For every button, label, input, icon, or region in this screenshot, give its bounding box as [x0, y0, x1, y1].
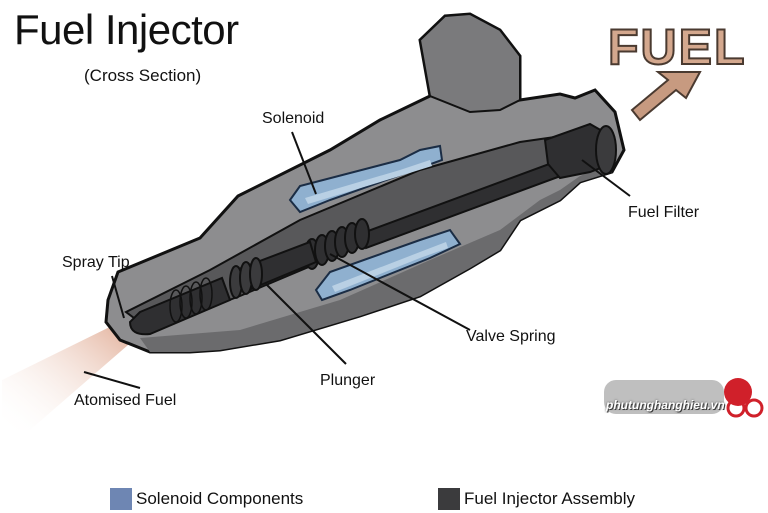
leader-valve-spring	[329, 253, 471, 331]
label-valve-spring: Valve Spring	[466, 328, 556, 345]
legend-swatch-solenoid	[110, 488, 132, 510]
leader-fuel-filter	[581, 159, 631, 197]
legend-swatch-assembly	[438, 488, 460, 510]
label-plunger: Plunger	[320, 372, 376, 389]
watermark-rider-icon	[724, 378, 752, 406]
plunger-ribs	[229, 257, 263, 299]
nozzle-ribs	[169, 277, 213, 323]
solenoid-upper-inner	[305, 160, 432, 204]
fuel-inlet-label: FUEL	[607, 18, 747, 76]
legend-label-assembly: Fuel Injector Assembly	[464, 489, 636, 508]
watermark-text: phutunghanghieu.vn	[606, 398, 725, 412]
fuel-inlet-arrow	[630, 71, 702, 122]
atomised-fuel-spray	[2, 318, 136, 430]
label-solenoid: Solenoid	[262, 110, 325, 127]
fuel-filter-cap	[595, 125, 617, 175]
label-fuel-filter: Fuel Filter	[628, 204, 700, 221]
legend-item-assembly: Fuel Injector Assembly	[438, 488, 635, 510]
watermark-logo	[604, 378, 764, 418]
watermark-smudge	[604, 380, 724, 414]
leader-solenoid	[291, 131, 317, 195]
legend-item-solenoid: Solenoid Components	[110, 488, 303, 510]
page-title: Fuel Injector	[14, 6, 239, 53]
page-subtitle: (Cross Section)	[84, 66, 202, 85]
top-cap	[418, 12, 521, 114]
label-spray-tip: Spray Tip	[62, 254, 130, 271]
leader-plunger	[265, 283, 347, 365]
label-atomised-fuel: Atomised Fuel	[74, 392, 177, 409]
leader-lines	[83, 131, 631, 389]
legend-label-solenoid: Solenoid Components	[136, 489, 304, 508]
solenoid-lower-inner	[332, 242, 448, 292]
leader-spray-tip	[111, 275, 125, 319]
leader-atomised-fuel	[83, 371, 141, 389]
